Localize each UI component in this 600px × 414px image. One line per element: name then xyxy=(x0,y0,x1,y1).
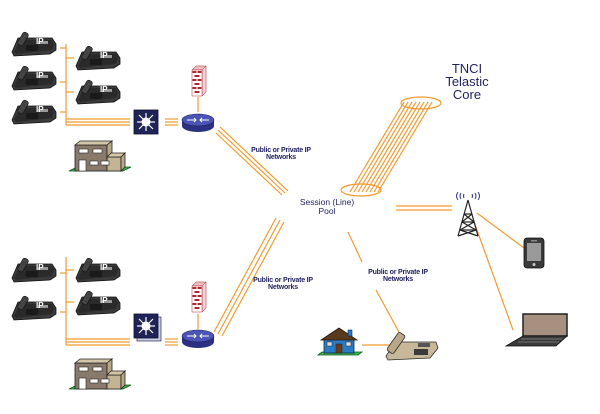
ip-phone xyxy=(11,256,57,283)
network-label-lower: Public or Private IP Networks xyxy=(247,277,319,291)
ip-badge: IP xyxy=(100,296,108,305)
network-label-upper-line1: Public or Private IP xyxy=(251,147,311,154)
site-upper xyxy=(11,30,215,172)
network-label-lower-line1: Public or Private IP xyxy=(253,277,313,284)
ip-phone xyxy=(11,98,57,125)
laptop-icon xyxy=(504,313,569,347)
mobile-phone-icon xyxy=(523,237,545,269)
pool-label-line1: Session (Line) xyxy=(299,197,355,207)
router-icon xyxy=(181,329,215,349)
router-icon xyxy=(181,113,215,133)
ip-phone xyxy=(75,289,121,316)
network-label-right: Public or Private IP Networks xyxy=(362,269,434,283)
pool-label-line2: Pool xyxy=(318,205,336,216)
home-icon xyxy=(316,327,364,356)
desk-phone-icon xyxy=(385,332,439,361)
links xyxy=(60,44,525,346)
network-label-right-line1: Public or Private IP xyxy=(368,269,428,276)
site-lower xyxy=(11,256,215,390)
network-label-lower-line2: Networks xyxy=(268,284,298,291)
ip-badge: IP xyxy=(36,263,44,272)
ip-badge: IP xyxy=(36,105,44,114)
core-label: TNCI Telastic Core xyxy=(432,62,502,101)
ip-badge: IP xyxy=(36,301,44,310)
core-label-line2: Telastic xyxy=(445,74,489,89)
office-building-icon xyxy=(68,140,132,172)
network-label-right-line2: Networks xyxy=(383,276,413,283)
session-pool-label: Session (Line) Pool xyxy=(292,198,362,215)
pool-ring xyxy=(340,183,382,197)
ip-badge: IP xyxy=(100,51,108,60)
ip-badge: IP xyxy=(100,263,108,272)
ip-phone xyxy=(75,256,121,283)
ip-badge: IP xyxy=(36,71,44,80)
network-label-upper: Public or Private IP Networks xyxy=(245,147,317,161)
office-building-icon xyxy=(68,358,132,390)
core-ring xyxy=(400,96,442,110)
cell-tower-icon xyxy=(456,191,480,237)
switch-icon xyxy=(133,109,159,135)
switch-icon xyxy=(133,313,159,339)
ip-phone xyxy=(75,44,121,71)
ip-badge: IP xyxy=(100,85,108,94)
network-label-upper-line2: Networks xyxy=(266,154,296,161)
ip-phone xyxy=(11,64,57,91)
ip-phone xyxy=(11,294,57,321)
firewall-icon xyxy=(191,65,207,97)
ip-phone xyxy=(11,30,57,57)
core-label-line3: Core xyxy=(452,87,482,102)
core-bundle xyxy=(349,101,433,193)
ip-badge: IP xyxy=(36,37,44,46)
core-label-line1: TNCI xyxy=(451,61,483,76)
ip-phone xyxy=(75,78,121,105)
firewall-icon xyxy=(191,281,207,313)
